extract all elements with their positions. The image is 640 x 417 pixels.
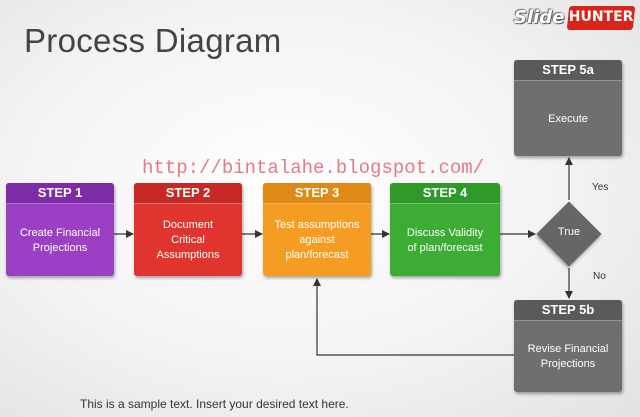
step-3-label: STEP 3 (263, 183, 371, 204)
step-4-box: STEP 4 Discuss Validity of plan/forecast (390, 183, 500, 276)
step-1-box: STEP 1 Create Financial Projections (6, 183, 114, 276)
step-3-text: Test assumptions against plan/forecast (274, 219, 360, 261)
watermark-url: http://bintalahe.blogspot.com/ (142, 157, 485, 179)
step-4-label: STEP 4 (390, 183, 500, 204)
step-5b-text: Revise Financial Projections (527, 343, 609, 370)
arrow-step5b-to-step3 (313, 278, 514, 356)
footer-text: This is a sample text. Insert your desir… (80, 397, 349, 411)
step-5b-label: STEP 5b (514, 300, 622, 321)
decision-no-label: No (593, 271, 606, 282)
step-3-box: STEP 3 Test assumptions against plan/for… (263, 183, 371, 276)
step-5a-box: STEP 5a Execute (514, 60, 622, 156)
step-5a-text: Execute (548, 112, 588, 125)
slidehunter-logo: Slide HUNTER (512, 4, 636, 34)
decision-yes-label: Yes (592, 182, 609, 193)
step-5a-label: STEP 5a (514, 60, 622, 81)
step-2-box: STEP 2 Document Critical Assumptions (134, 183, 242, 276)
step-2-label: STEP 2 (134, 183, 242, 204)
decision-label: True (557, 226, 581, 238)
step-1-text: Create Financial Projections (19, 226, 101, 254)
page-title: Process Diagram (24, 22, 282, 59)
step-4-text: Discuss Validity of plan/forecast (406, 226, 484, 254)
step-1-label: STEP 1 (6, 183, 114, 204)
step-2-text: Document Critical Assumptions (156, 219, 220, 261)
logo-word-slide: Slide (514, 7, 565, 28)
step-5b-box: STEP 5b Revise Financial Projections (514, 300, 622, 392)
